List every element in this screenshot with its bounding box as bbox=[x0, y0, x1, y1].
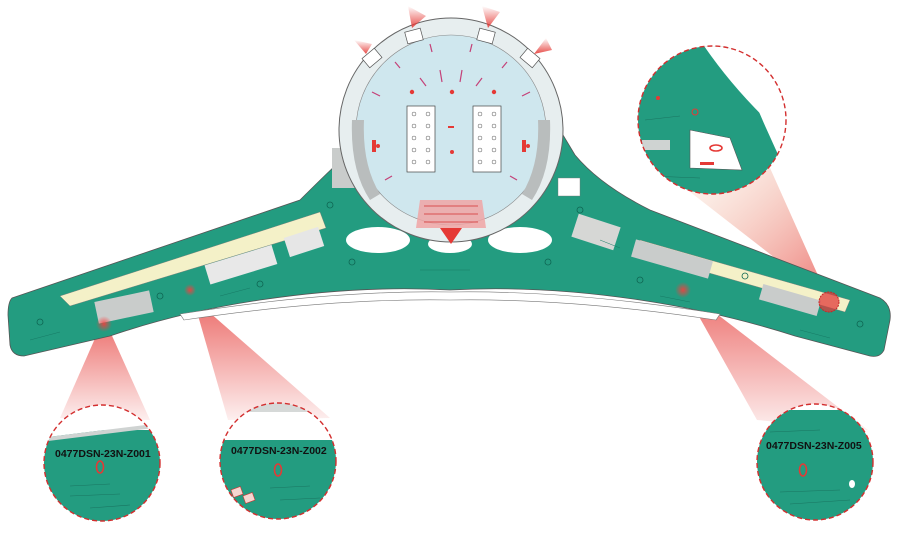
marker-ne bbox=[709, 144, 723, 152]
void-west bbox=[346, 227, 410, 253]
grey-zone-east-2 bbox=[758, 284, 822, 316]
spot-z001 bbox=[96, 316, 112, 332]
grey-zone-east-4 bbox=[557, 177, 581, 197]
void-east bbox=[488, 227, 552, 253]
callout-z001: 0477DSN-23N-Z001 bbox=[43, 404, 161, 522]
beam-z001 bbox=[60, 318, 150, 420]
grey-zone-west-2 bbox=[204, 244, 278, 285]
hall-wall-east bbox=[522, 120, 551, 200]
spot-z005 bbox=[675, 282, 691, 298]
callout-label-z001: 0477DSN-23N-Z001 bbox=[55, 448, 151, 460]
central-hall bbox=[338, 6, 564, 244]
security-zone bbox=[416, 200, 486, 244]
hall-entrances bbox=[361, 27, 541, 69]
hall-radial-dashes bbox=[371, 43, 531, 181]
hall-red-markers bbox=[372, 89, 530, 154]
marker-z005 bbox=[798, 463, 808, 477]
checkin-island-east bbox=[472, 105, 502, 173]
grey-zone-east-1 bbox=[631, 239, 713, 279]
yellow-zone-west bbox=[59, 211, 327, 307]
terminal-floor bbox=[7, 129, 891, 357]
entrance-fans bbox=[354, 6, 552, 54]
floor-hatching bbox=[29, 239, 831, 341]
airside-walkway bbox=[179, 291, 721, 321]
callout-label-z002: 0477DSN-23N-Z002 bbox=[231, 445, 327, 457]
callout-ne bbox=[637, 45, 787, 195]
grey-zone-west-1 bbox=[94, 290, 154, 324]
marker-z001 bbox=[95, 460, 105, 474]
grey-zone-west-3 bbox=[283, 226, 325, 258]
callout-label-z005: 0477DSN-23N-Z005 bbox=[766, 440, 862, 452]
spot-ne bbox=[818, 291, 840, 313]
beam-z005 bbox=[683, 288, 868, 430]
spot-z002 bbox=[184, 284, 196, 296]
marker-z002 bbox=[273, 463, 283, 477]
beam-z002 bbox=[193, 298, 330, 420]
grey-zone-east-3 bbox=[571, 213, 621, 251]
callout-z005: 0477DSN-23N-Z005 bbox=[756, 403, 874, 521]
hall-wall-west bbox=[351, 120, 380, 200]
hall-floor bbox=[355, 34, 547, 226]
gate-markers bbox=[36, 201, 864, 328]
checkin-island-west bbox=[406, 105, 436, 173]
